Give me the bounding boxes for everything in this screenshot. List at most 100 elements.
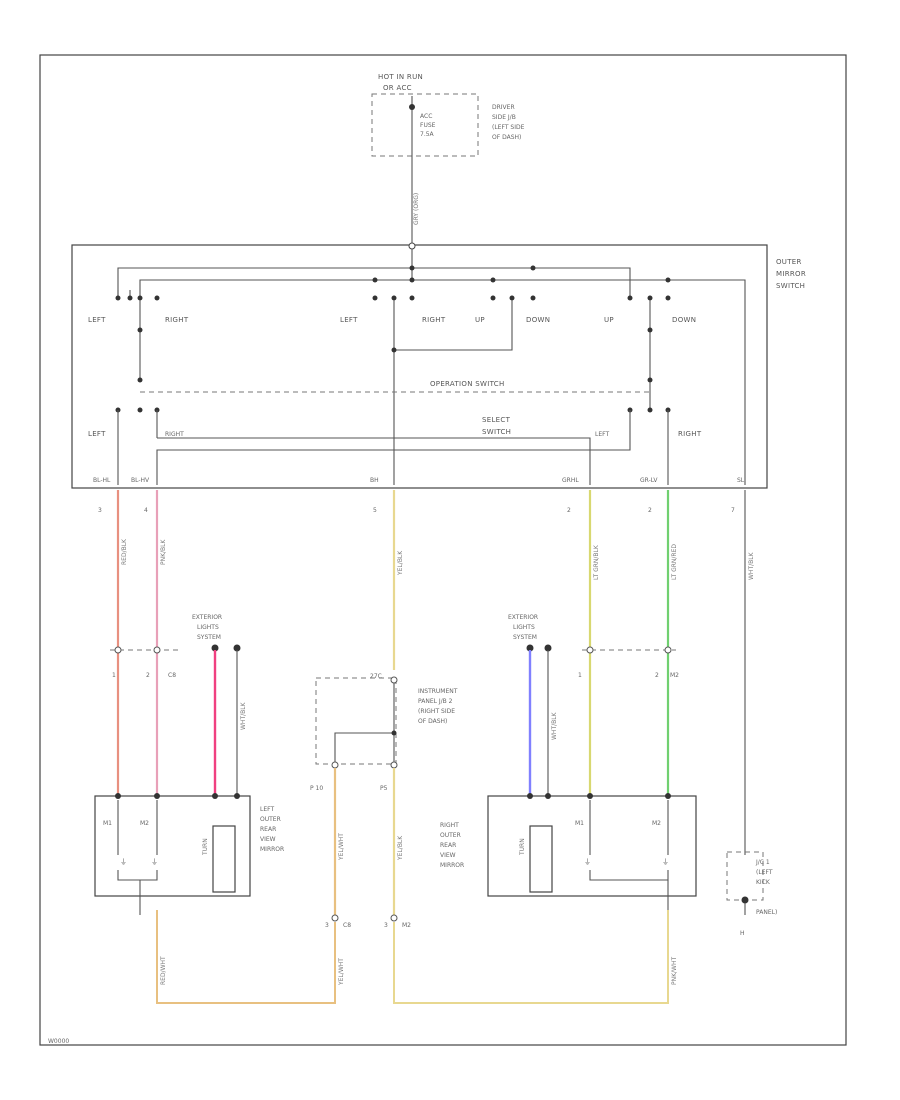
wire-label-3: YEL/BLK — [397, 550, 404, 576]
label-up-b: UP — [604, 316, 614, 324]
label-right-b: RIGHT — [422, 316, 446, 324]
ext-lights-right-2: LIGHTS — [513, 624, 535, 631]
ip-label-1: INSTRUMENT — [418, 688, 458, 695]
wire-label-2: PNK/BLK — [160, 538, 167, 565]
label-up-a: UP — [475, 316, 485, 324]
fuse-label-3: 7.5A — [420, 131, 435, 138]
wire-label-11: RED/WHT — [160, 956, 167, 985]
bot-conn-left-name: C8 — [343, 922, 351, 929]
wire-label-1: RED/BLK — [121, 538, 128, 565]
ip-pin: 27C — [370, 673, 382, 680]
right-mirror-n4: VIEW — [440, 852, 456, 859]
switch-name-1: OUTER — [776, 258, 802, 266]
left-motor-2-icon: ⏚ — [151, 858, 158, 866]
label-right-c: RIGHT — [165, 431, 184, 438]
left-mirror-n2: OUTER — [260, 816, 281, 823]
left-mirror-n3: REAR — [260, 826, 276, 833]
right-mirror-n2: OUTER — [440, 832, 461, 839]
left-mirror-box — [94, 795, 251, 897]
label-left-d: LEFT — [595, 431, 609, 438]
left-turn-lamp — [212, 825, 236, 893]
conn-left-2: 2 — [146, 672, 150, 679]
label-right-a: RIGHT — [165, 316, 189, 324]
jb-label-1: DRIVER — [492, 104, 515, 111]
fuse-label-1: ACC — [420, 113, 432, 120]
pin-num-5: 2 — [648, 507, 652, 514]
label-left-c: LEFT — [88, 430, 106, 438]
ext-lights-left-2: LIGHTS — [197, 624, 219, 631]
pin-num-1: 3 — [98, 507, 102, 514]
wire-label-7: WHT/BLK — [240, 701, 247, 730]
left-mirror-n5: MIRROR — [260, 846, 284, 853]
pin-num-3: 5 — [373, 507, 377, 514]
hot-label-1: HOT IN RUN — [378, 73, 423, 81]
bot-conn-left: 3 — [325, 922, 329, 929]
diagram-frame — [39, 54, 847, 1046]
switch-name-2: MIRROR — [776, 270, 806, 278]
ip-label-4: OF DASH) — [418, 718, 447, 725]
left-mirror-n4: VIEW — [260, 836, 276, 843]
label-down-b: DOWN — [672, 316, 696, 324]
ground-id: H — [740, 930, 745, 937]
wire-label-4: LT GRN/BLK — [593, 544, 600, 580]
left-motor-1-icon: ⏚ — [120, 858, 127, 866]
ip-label-2: PANEL J/B 2 — [418, 698, 453, 705]
left-mirror-n1: LEFT — [260, 806, 274, 813]
left-mirror-m2: M2 — [140, 820, 149, 827]
footer-id: W0000 — [48, 1038, 69, 1045]
hot-label-2: OR ACC — [383, 84, 412, 92]
wire-label-10: YEL/BLK — [397, 835, 404, 861]
pin-label-4: GRHL — [562, 477, 579, 484]
ground-label-3: KICK — [756, 879, 771, 886]
ground-label-2: (LEFT — [756, 869, 773, 876]
fuse-wire-label: GRY (ORG) — [413, 193, 420, 225]
right-mirror-n1: RIGHT — [440, 822, 459, 829]
fuse-label-2: FUSE — [420, 122, 436, 129]
label-right-d: RIGHT — [678, 430, 702, 438]
pin-label-1: BL-HL — [93, 477, 111, 484]
left-mirror-turn: TURN — [202, 838, 209, 856]
ground-label-1: J/C 1 — [755, 859, 770, 866]
wire-label-9: YEL/WHT — [338, 833, 345, 861]
label-operation-switch: OPERATION SWITCH — [430, 380, 505, 388]
label-select-1: SELECT — [482, 416, 511, 424]
jb-label-4: OF DASH) — [492, 134, 521, 141]
wire-label-5: LT GRN/RED — [671, 544, 678, 580]
label-select-2: SWITCH — [482, 428, 511, 436]
right-motor-2-icon: ⏚ — [662, 858, 669, 866]
ip-right-pin: P5 — [380, 785, 388, 792]
pin-label-6: SL — [737, 477, 745, 484]
wire-label-8: WHT/BLK — [551, 711, 558, 740]
conn-right-2: 2 — [655, 672, 659, 679]
pin-num-4: 2 — [567, 507, 571, 514]
ip-left-pin: P 10 — [310, 785, 323, 792]
conn-right-1: 1 — [578, 672, 582, 679]
wire-label-13: PNK/WHT — [671, 956, 678, 985]
instrument-panel-jb — [315, 677, 397, 765]
wire-label-6: WHT/BLK — [748, 551, 755, 580]
conn-left-1: 1 — [112, 672, 116, 679]
bot-conn-right-name: M2 — [402, 922, 411, 929]
label-left-a: LEFT — [88, 316, 106, 324]
label-left-b: LEFT — [340, 316, 358, 324]
ext-lights-right-1: EXTERIOR — [508, 614, 538, 621]
pin-label-3: BH — [370, 477, 379, 484]
left-mirror-m1: M1 — [103, 820, 112, 827]
right-mirror-turn: TURN — [519, 838, 526, 856]
ext-lights-right-3: SYSTEM — [513, 634, 537, 641]
right-turn-lamp — [529, 825, 553, 893]
jb-label-2: SIDE J/B — [492, 114, 516, 121]
fuse-block — [371, 93, 479, 157]
pin-num-6: 7 — [731, 507, 735, 514]
conn-left-name: C8 — [168, 672, 176, 679]
jb-label-3: (LEFT SIDE — [492, 124, 525, 131]
ext-lights-left-3: SYSTEM — [197, 634, 221, 641]
ground-label-4: PANEL) — [756, 909, 777, 916]
switch-name-3: SWITCH — [776, 282, 805, 290]
right-mirror-n5: MIRROR — [440, 862, 464, 869]
pin-label-5: GR-LV — [640, 477, 658, 484]
right-mirror-m2: M2 — [652, 820, 661, 827]
pin-num-2: 4 — [144, 507, 148, 514]
